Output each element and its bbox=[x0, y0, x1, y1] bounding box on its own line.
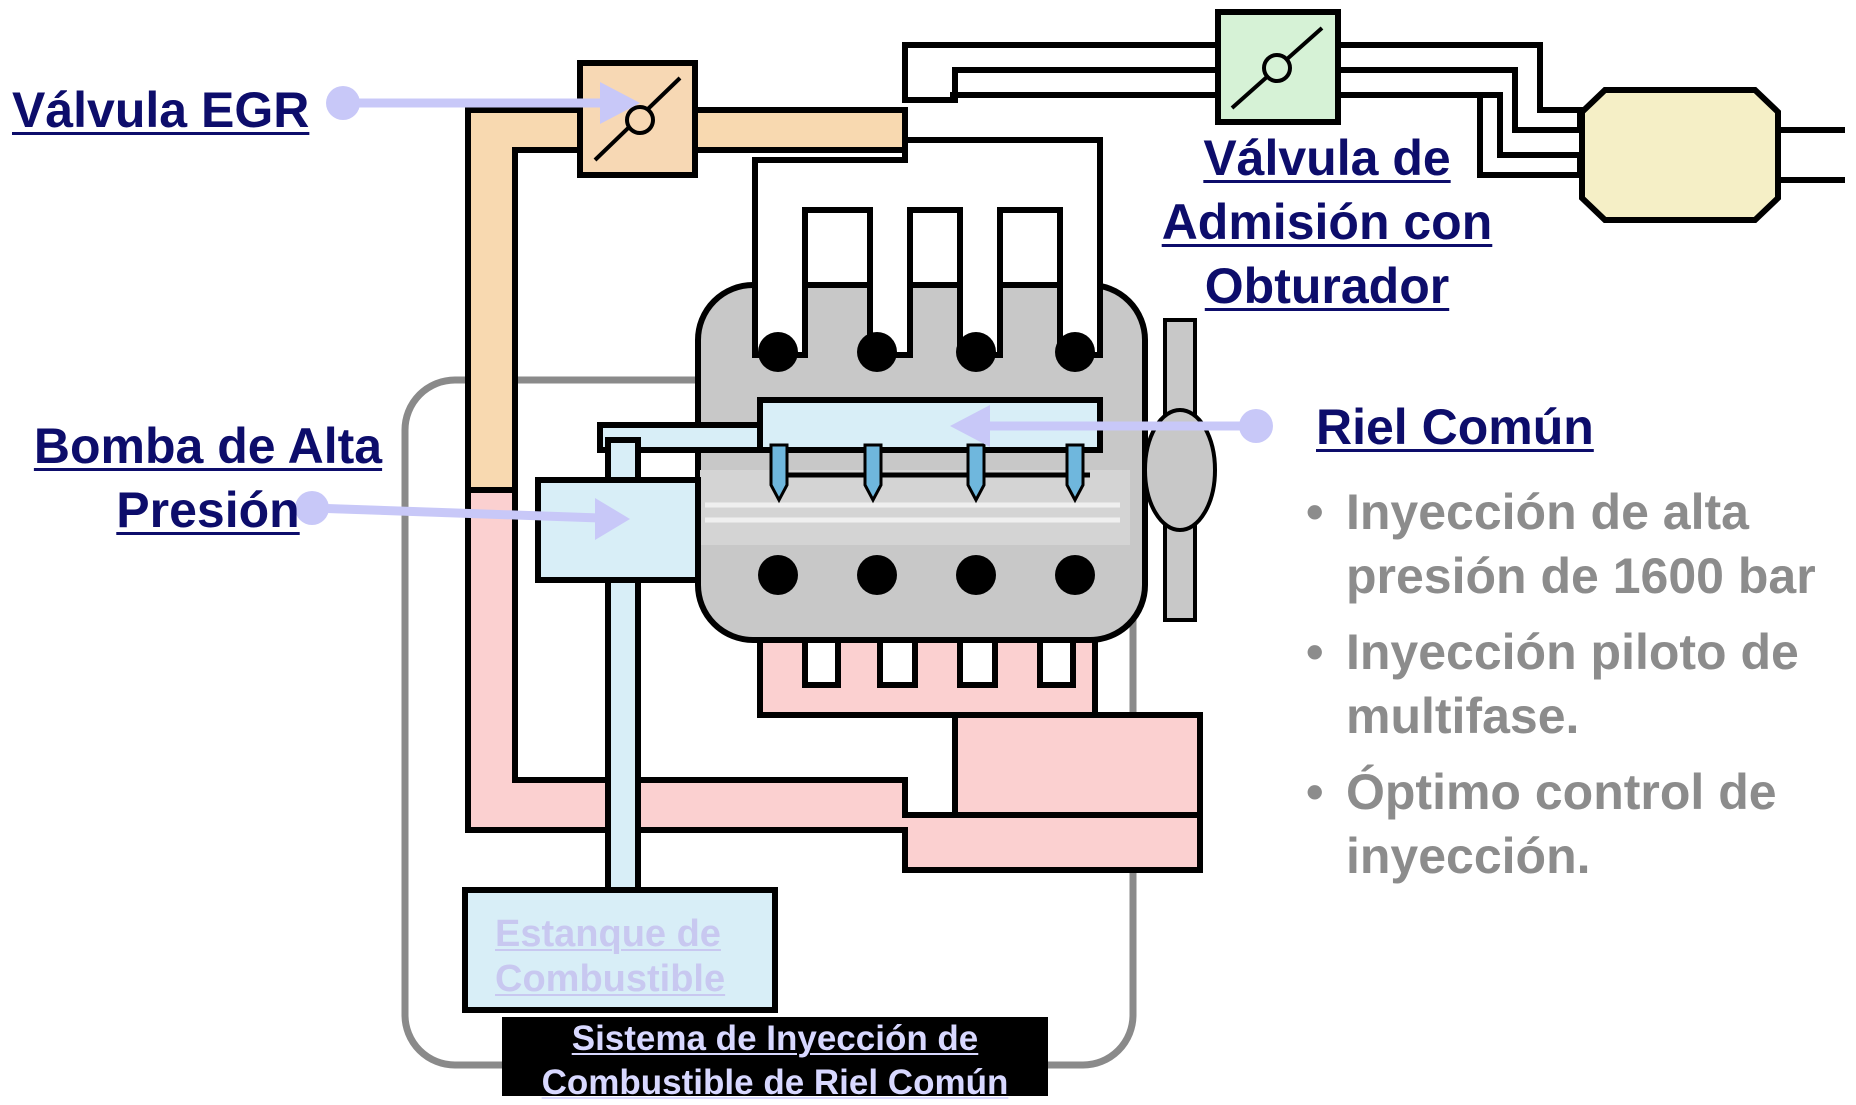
feature-line: multifase. bbox=[1346, 688, 1580, 744]
feature-line: inyección. bbox=[1346, 828, 1591, 884]
diagram-caption: Sistema de Inyección de Combustible de R… bbox=[502, 1017, 1048, 1102]
feature-item: • Inyección de alta presión de 1600 bar bbox=[1306, 480, 1816, 608]
label-intake-throttle-valve: Válvula de Admisión con Obturador bbox=[1142, 126, 1512, 318]
air-filter bbox=[1579, 87, 1781, 223]
injector bbox=[769, 443, 789, 504]
bullet-icon: • bbox=[1306, 624, 1324, 680]
exhaust-outlet bbox=[952, 712, 1203, 818]
intake-port bbox=[758, 332, 798, 372]
intake-port bbox=[956, 332, 996, 372]
label-line: Válvula de bbox=[1203, 130, 1451, 186]
pointer-pump bbox=[295, 491, 630, 540]
feature-line: Inyección piloto de bbox=[1346, 624, 1799, 680]
bullet-icon: • bbox=[1306, 484, 1324, 540]
intake-pipe bbox=[902, 42, 1583, 133]
feature-list: • Inyección de alta presión de 1600 bar … bbox=[1306, 480, 1816, 900]
fuel-tank bbox=[462, 887, 778, 1013]
high-pressure-pump bbox=[535, 477, 701, 583]
injector bbox=[966, 443, 986, 504]
egr-valve-pivot bbox=[625, 105, 655, 135]
injector bbox=[863, 443, 883, 504]
label-line: Obturador bbox=[1204, 258, 1450, 314]
injector bbox=[1065, 443, 1085, 504]
label-fuel-tank: Estanque de Combustible bbox=[495, 912, 725, 1002]
exhaust-port bbox=[758, 555, 798, 595]
label-common-rail: Riel Común bbox=[1316, 399, 1594, 455]
label-line: Estanque de bbox=[495, 913, 721, 955]
pointer-egr bbox=[326, 82, 640, 124]
feature-item: • Inyección piloto de multifase. bbox=[1306, 620, 1816, 748]
label-line: Bomba de Alta bbox=[33, 418, 383, 474]
label-high-pressure-pump: Bomba de Alta Presión bbox=[20, 414, 396, 542]
label-line: Presión bbox=[116, 482, 300, 538]
fan-blade bbox=[1143, 408, 1217, 532]
exhaust-port bbox=[1055, 555, 1095, 595]
feature-item: • Óptimo control de inyección. bbox=[1306, 760, 1816, 888]
caption-line: Sistema de Inyección de bbox=[571, 1019, 979, 1058]
bullet-icon: • bbox=[1306, 764, 1324, 820]
intake-port bbox=[1055, 332, 1095, 372]
caption-line: Combustible de Riel Común bbox=[541, 1063, 1009, 1102]
feature-line: Óptimo control de bbox=[1346, 764, 1777, 820]
feature-line: presión de 1600 bar bbox=[1346, 548, 1816, 604]
label-line: Admisión con bbox=[1161, 194, 1493, 250]
intake-port bbox=[857, 332, 897, 372]
label-line: Combustible bbox=[495, 958, 726, 1000]
throttle-pivot bbox=[1262, 53, 1292, 83]
exhaust-port bbox=[956, 555, 996, 595]
feature-line: Inyección de alta bbox=[1346, 484, 1749, 540]
exhaust-port bbox=[857, 555, 897, 595]
label-egr-valve: Válvula EGR bbox=[12, 82, 310, 138]
pointer-rail bbox=[950, 405, 1273, 447]
